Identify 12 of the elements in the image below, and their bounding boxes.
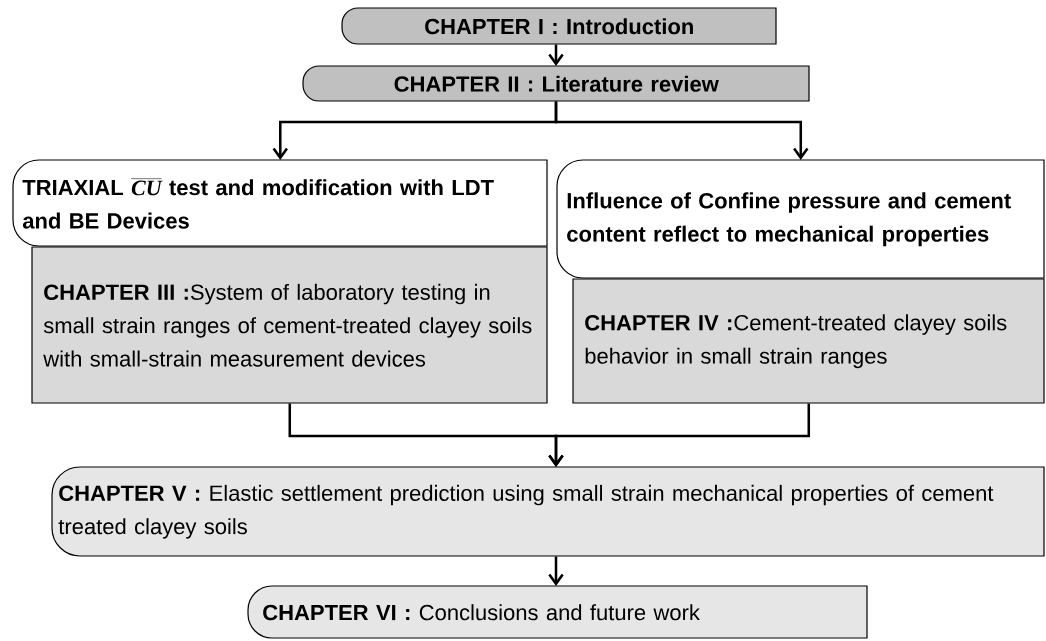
arrow: [548, 44, 564, 66]
arrow: [548, 556, 564, 586]
arrow: [548, 403, 811, 467]
chapter-box: CHAPTER V : Elastic settlement prediction using small strain mechanical properties of cement treated clayey soils: [51, 466, 1045, 557]
chapter-box: CHAPTER I : Introduction: [341, 7, 777, 45]
chapter-box: CHAPTER IV :Cement-treated clayey soils behavior in small strain ranges: [572, 278, 1045, 404]
arrow: [554, 101, 809, 160]
topic-box: Influence of Confine pressure and cement content reflect to mechanical properties: [556, 159, 1045, 279]
chapter-box: CHAPTER III :System of laboratory testing in small strain ranges of cement-treated clayey soils with small-strain measurement devices: [31, 246, 548, 404]
chapter-box: CHAPTER II : Literature review: [302, 65, 810, 102]
chapter-box: CHAPTER VI : Conclusions and future work: [247, 585, 868, 639]
topic-box: TRIAXIAL CU test and modification with LDT and BE Devices: [12, 159, 548, 247]
